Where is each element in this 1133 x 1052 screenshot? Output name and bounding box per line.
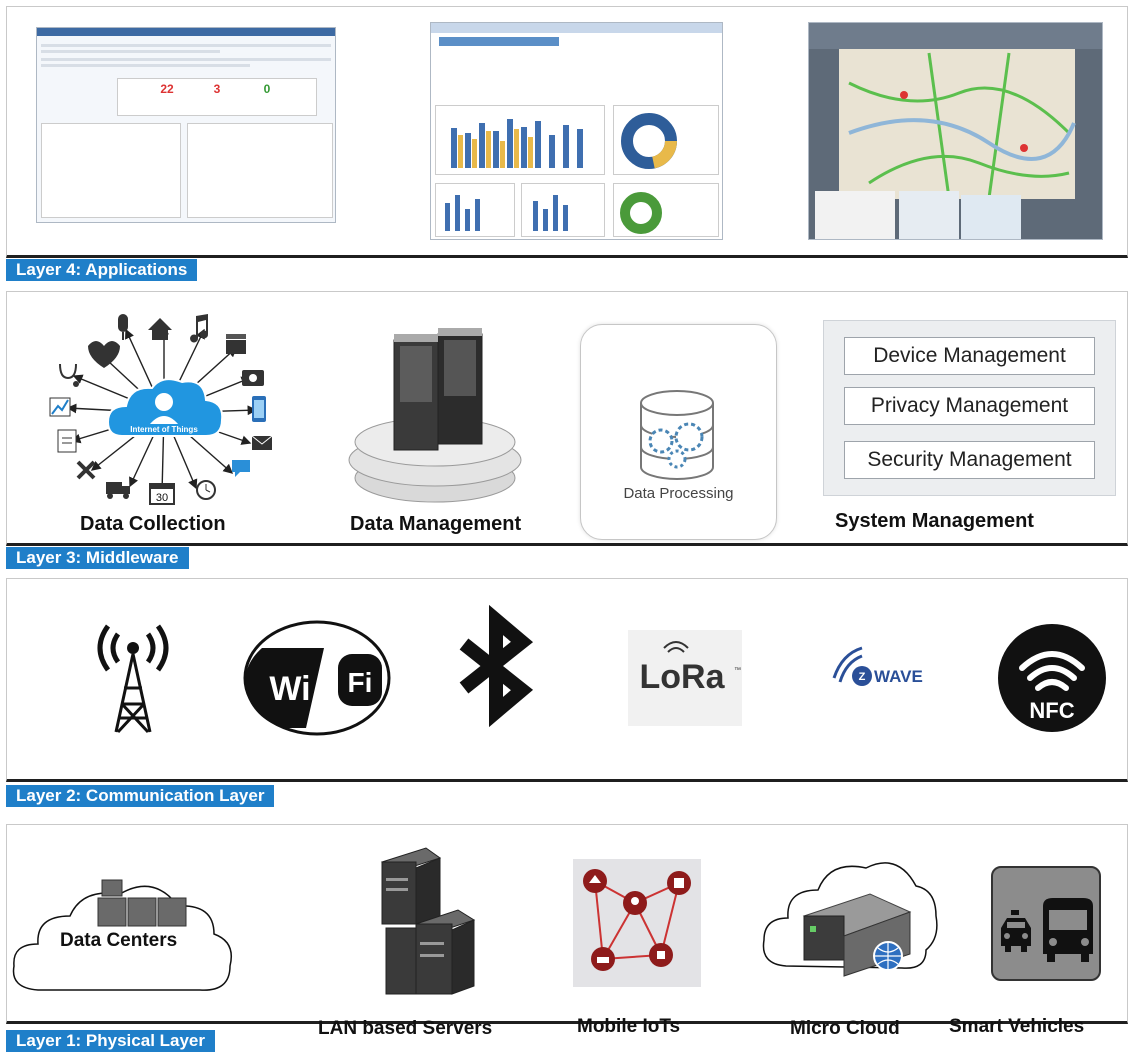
layer-4-label: Layer 4: Applications	[6, 259, 198, 281]
management-panel: Device Management Privacy Management Sec…	[823, 320, 1116, 496]
data-processing-label: Data Processing	[623, 485, 734, 502]
chat-bubble-icon	[232, 460, 250, 477]
layer-3-label: Layer 3: Middleware	[6, 547, 189, 569]
iot-device-icons: 30	[49, 314, 273, 505]
privacy-management-box: Privacy Management	[844, 387, 1095, 425]
camera-icon	[242, 370, 264, 386]
data-centers-caption: Data Centers	[60, 930, 178, 951]
heart-icon	[88, 341, 120, 368]
truck-icon	[106, 482, 130, 499]
alarm-clock-icon	[196, 480, 216, 500]
communication-layer-panel	[6, 578, 1128, 782]
device-management-box: Device Management	[844, 337, 1095, 375]
clapperboard-icon	[226, 334, 246, 354]
stethoscope-icon	[59, 363, 79, 387]
cell-tower-icon	[97, 624, 169, 734]
security-management-box: Security Management	[844, 441, 1095, 479]
wifi-right-text: Fi	[348, 667, 373, 698]
server-cloud-icon	[348, 328, 522, 503]
bluetooth-icon	[459, 604, 534, 728]
micro-cloud-caption: Micro Cloud	[790, 1018, 900, 1039]
lora-trademark: ™	[734, 667, 741, 674]
trend-chart-icon	[49, 397, 71, 417]
taxi-icon	[1001, 910, 1031, 952]
system-management-caption: System Management	[835, 510, 1034, 532]
home-icon	[148, 318, 172, 340]
wifi-left-text: Wi	[269, 670, 310, 708]
nfc-logo-icon: NFC	[998, 624, 1106, 732]
zwave-logo-icon: Z WAVE	[832, 646, 923, 686]
envelope-icon	[251, 435, 273, 450]
layer-2-label: Layer 2: Communication Layer	[6, 785, 275, 807]
app-screenshot-scoreboard-dashboard	[430, 22, 723, 240]
lan-servers-caption: LAN based Servers	[318, 1018, 493, 1039]
data-collection-caption: Data Collection	[80, 513, 226, 535]
mobile-iots-caption: Mobile IoTs	[577, 1016, 681, 1037]
data-processing-card: Data Processing	[580, 324, 777, 540]
nfc-text: NFC	[1029, 698, 1074, 723]
data-centers-cloud-icon	[12, 879, 232, 991]
svg-text:Z: Z	[859, 671, 866, 683]
lan-servers-icon	[380, 847, 476, 995]
mobile-iot-network-icon	[583, 869, 691, 971]
app-screenshot-budget-table: 22 3 0	[36, 27, 336, 223]
iot-cloud-label: Internet of Things	[130, 425, 198, 434]
calendar-day: 30	[156, 492, 168, 504]
calendar-icon: 30	[149, 483, 175, 505]
layer-1-label: Layer 1: Physical Layer	[6, 1030, 216, 1052]
iot-hub-diagram: Internet of Things	[66, 324, 258, 495]
wifi-logo-icon: Wi Fi	[243, 620, 391, 736]
lora-logo-icon: LoRa ™	[640, 641, 741, 696]
smartphone-icon	[252, 396, 266, 422]
app-screenshot-london-map	[808, 22, 1103, 240]
data-management-caption: Data Management	[350, 513, 522, 535]
zwave-text: WAVE	[874, 667, 923, 686]
database-gears-icon	[640, 390, 714, 480]
micro-cloud-icon	[762, 862, 938, 977]
microphone-icon	[118, 314, 128, 340]
music-note-icon	[190, 314, 209, 343]
smart-vehicles-icon	[1001, 898, 1093, 962]
smart-vehicles-caption: Smart Vehicles	[949, 1016, 1085, 1037]
lora-text: LoRa	[640, 658, 726, 696]
tools-icon	[76, 460, 96, 480]
clipboard-icon	[57, 429, 77, 453]
